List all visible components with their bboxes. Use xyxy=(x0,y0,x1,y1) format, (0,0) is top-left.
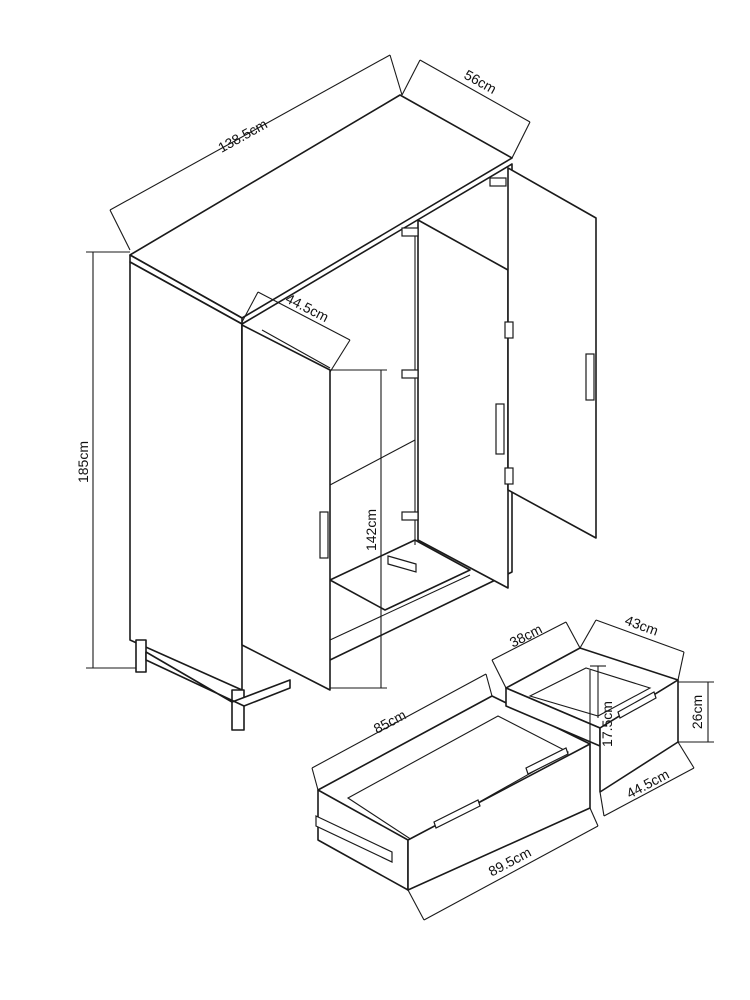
dim-small-drawer-inner-depth-label: 43cm xyxy=(623,612,661,639)
dim-small-drawer-outer-height: 26cm xyxy=(678,681,714,743)
dim-hanging-height: 142cm xyxy=(330,369,387,689)
wardrobe-plinth xyxy=(145,651,291,707)
dim-small-drawer-inner-width-label: 38cm xyxy=(507,621,545,651)
dim-total-depth-label: 56cm xyxy=(462,66,500,97)
small-drawer-handle xyxy=(617,691,657,719)
wardrobe xyxy=(129,94,597,731)
dim-small-drawer-inner-height-label: 17.5cm xyxy=(599,701,615,747)
wardrobe-left-door xyxy=(241,324,331,691)
big-drawer-runner-icon xyxy=(315,815,393,863)
hinge-icon xyxy=(401,511,419,521)
wardrobe-interior-shelf xyxy=(329,539,471,611)
big-drawer-handle xyxy=(433,799,481,829)
hinge-icon xyxy=(504,321,514,339)
hinge-icon xyxy=(401,369,419,379)
small-drawer xyxy=(505,647,679,793)
dim-total-width-label: 138.5cm xyxy=(215,116,270,156)
dim-big-drawer-inner-width-label: 85cm xyxy=(371,706,409,736)
dim-total-height: 185cm xyxy=(75,251,136,669)
dim-total-height-label: 185cm xyxy=(75,441,91,483)
middle-door-handle xyxy=(495,403,505,455)
big-drawer xyxy=(315,695,591,891)
big-drawer-inner-floor xyxy=(346,715,570,841)
hinge-icon xyxy=(401,227,419,237)
dim-small-drawer-outer-height-label: 26cm xyxy=(689,695,705,729)
dim-small-drawer-inner-height: 17.5cm xyxy=(590,665,615,747)
left-door-handle xyxy=(319,511,329,559)
wardrobe-middle-door xyxy=(417,219,509,589)
door-hinges xyxy=(401,177,514,521)
wardrobe-leg-front-left xyxy=(231,689,245,731)
wardrobe-hanging-rail xyxy=(329,439,416,486)
wardrobe-leg-back-left xyxy=(135,639,147,673)
small-drawer-inner-floor xyxy=(528,667,652,717)
big-drawer-back-handle xyxy=(525,747,569,775)
wardrobe-left-side-panel xyxy=(129,261,243,691)
drawer-runner-icon xyxy=(387,555,417,573)
hinge-icon xyxy=(489,177,507,187)
right-door-handle xyxy=(585,353,595,401)
wardrobe-interior-bottom xyxy=(329,574,471,641)
hinge-icon xyxy=(504,467,514,485)
dim-hanging-height-label: 142cm xyxy=(363,509,379,551)
wardrobe-right-door xyxy=(507,167,597,539)
